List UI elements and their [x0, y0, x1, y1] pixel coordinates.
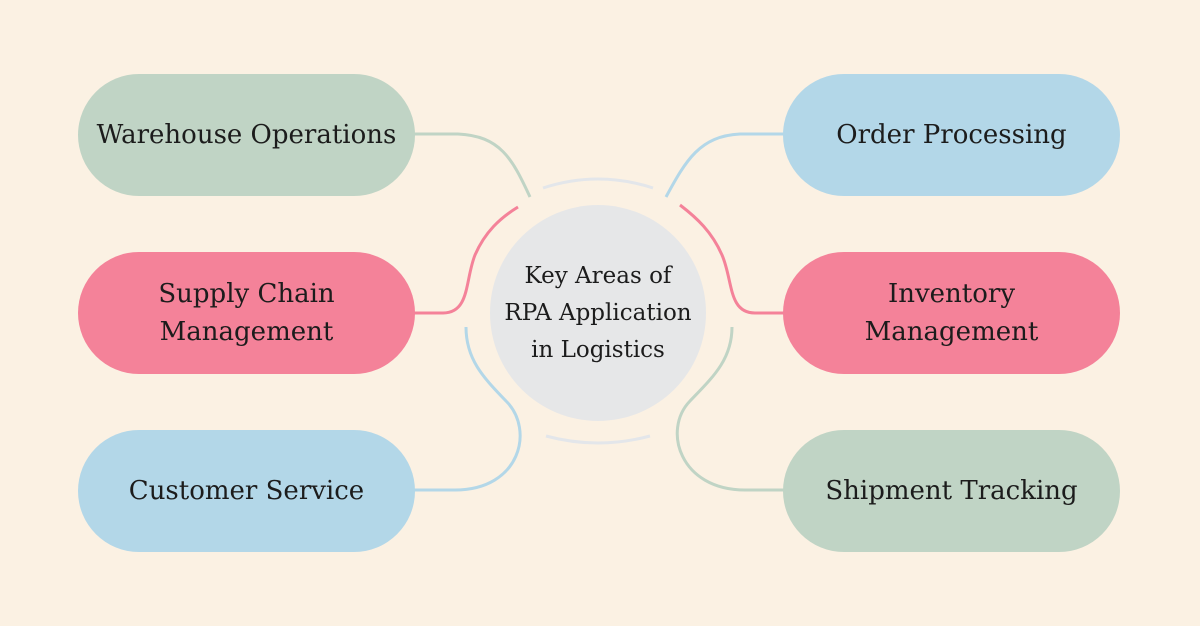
center-topic: Key Areas of RPA Application in Logistic… [490, 205, 706, 421]
ring-arc-top [542, 177, 654, 190]
node-supply-chain-management: Supply Chain Management [78, 252, 415, 374]
node-warehouse-operations: Warehouse Operations [78, 74, 415, 196]
connector-inventory [679, 203, 785, 315]
node-shipment-tracking: Shipment Tracking [783, 430, 1120, 552]
connector-order [664, 132, 785, 198]
ring-arc-bottom [545, 434, 651, 445]
node-inventory-management: Inventory Management [783, 252, 1120, 374]
node-order-processing: Order Processing [783, 74, 1120, 196]
center-topic-label: Key Areas of RPA Application in Logistic… [504, 262, 692, 363]
node-label: Shipment Tracking [825, 476, 1078, 506]
connector-customer [413, 326, 522, 492]
connector-warehouse [413, 132, 532, 198]
node-label: Customer Service [128, 476, 365, 506]
node-customer-service: Customer Service [78, 430, 415, 552]
connector-supply [413, 205, 519, 315]
node-label: Supply Chain Management [158, 279, 335, 347]
connector-shipment [675, 326, 785, 492]
node-label: Warehouse Operations [96, 120, 397, 150]
node-label: Order Processing [836, 120, 1067, 150]
node-label: Inventory Management [864, 279, 1039, 347]
